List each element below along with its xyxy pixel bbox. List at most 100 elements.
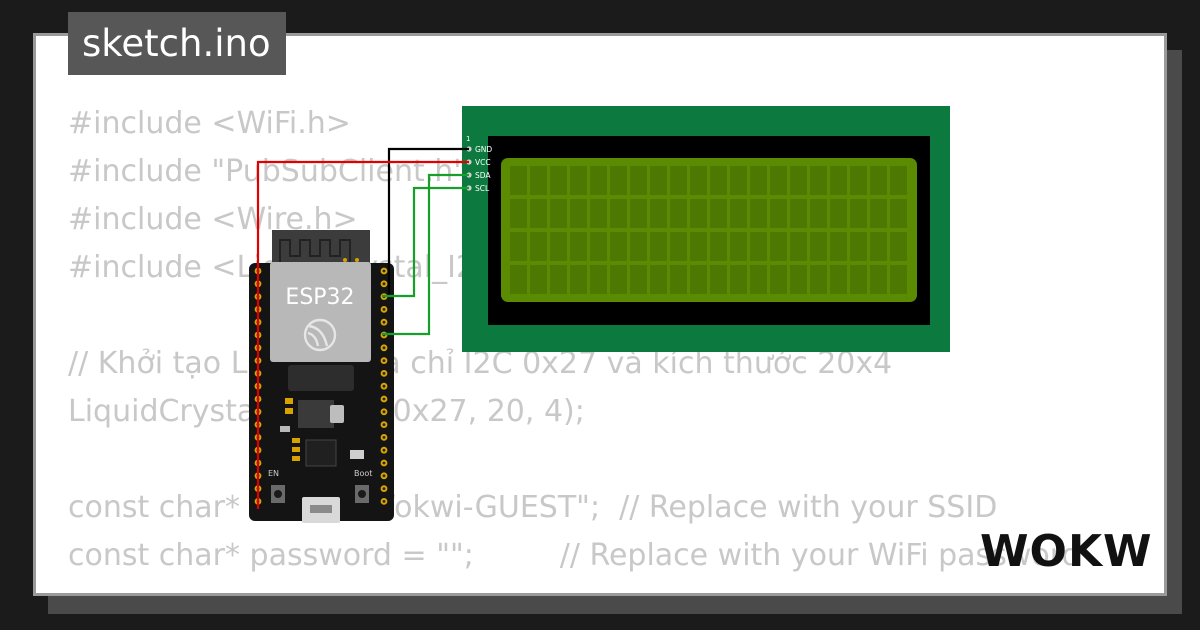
lcd-char-cell bbox=[630, 265, 647, 294]
lcd-char-cell bbox=[750, 265, 767, 294]
pin-sda-label: SDA bbox=[475, 171, 491, 180]
lcd-char-cell bbox=[690, 166, 707, 195]
lcd-char-cell bbox=[830, 232, 847, 261]
lcd-char-cell bbox=[550, 265, 567, 294]
lcd-char-cell bbox=[710, 232, 727, 261]
header-pin-hole bbox=[382, 397, 386, 401]
lcd-char-cell bbox=[850, 265, 867, 294]
lcd-char-cell bbox=[570, 265, 587, 294]
lcd-char-cell bbox=[590, 166, 607, 195]
lcd-char-cell bbox=[630, 166, 647, 195]
lcd-char-cell bbox=[710, 166, 727, 195]
lcd-char-cell bbox=[550, 166, 567, 195]
lcd-char-cell bbox=[890, 166, 907, 195]
header-pin-hole bbox=[382, 320, 386, 324]
smd-cap bbox=[292, 447, 300, 452]
lcd-char-cell bbox=[690, 232, 707, 261]
header-pin-hole bbox=[382, 500, 386, 503]
reset-capacitor bbox=[330, 405, 344, 423]
header-pin-hole bbox=[382, 346, 386, 350]
lcd-char-cell bbox=[650, 265, 667, 294]
lcd-char-cell bbox=[750, 232, 767, 261]
micro-usb-socket bbox=[310, 505, 332, 513]
lcd-char-cell bbox=[590, 232, 607, 261]
lcd-char-cell bbox=[530, 166, 547, 195]
lcd-char-cell bbox=[510, 232, 527, 261]
lcd-char-cell bbox=[830, 199, 847, 228]
usb-uart-chip bbox=[298, 400, 334, 428]
code-line: #include "PubSubClient.h" bbox=[68, 154, 468, 189]
lcd-char-cell bbox=[670, 232, 687, 261]
lcd-char-cell bbox=[670, 166, 687, 195]
wokwi-logo: WOKWi bbox=[980, 526, 1153, 576]
lcd-char-cell bbox=[530, 265, 547, 294]
header-pin-hole bbox=[382, 282, 386, 286]
lcd-char-cell bbox=[870, 265, 887, 294]
lcd-char-cell bbox=[710, 265, 727, 294]
header-pin-hole bbox=[382, 308, 386, 311]
lcd-char-cell bbox=[670, 265, 687, 294]
lcd-char-cell bbox=[730, 265, 747, 294]
lcd-char-cell bbox=[790, 166, 807, 195]
lcd-char-cell bbox=[570, 199, 587, 228]
lcd-char-grid bbox=[510, 166, 907, 294]
header-pin-hole bbox=[382, 448, 386, 452]
wire-vcc bbox=[256, 160, 469, 509]
file-tab[interactable]: sketch.ino bbox=[68, 12, 286, 75]
antenna-pad bbox=[355, 258, 359, 262]
lcd-char-cell bbox=[690, 265, 707, 294]
lcd-char-cell bbox=[730, 166, 747, 195]
lcd-char-cell bbox=[870, 232, 887, 261]
lcd-char-cell bbox=[770, 265, 787, 294]
boot-label: Boot bbox=[354, 469, 372, 478]
lcd-char-cell bbox=[850, 232, 867, 261]
smd-cap bbox=[292, 438, 300, 443]
lcd-char-cell bbox=[890, 265, 907, 294]
wokwi-logo-text: WOKWi bbox=[980, 526, 1153, 576]
pin-gnd-label: GND bbox=[475, 145, 492, 154]
header-pin-hole bbox=[382, 410, 386, 414]
pin-1-label: 1 bbox=[466, 135, 470, 143]
lcd-char-cell bbox=[810, 232, 827, 261]
lcd-char-cell bbox=[750, 166, 767, 195]
pin-vcc-label: VCC bbox=[475, 158, 491, 167]
esp32-label: ESP32 bbox=[285, 285, 354, 310]
smd-part bbox=[350, 450, 364, 459]
en-button-cap bbox=[274, 490, 282, 498]
cp2102-chip bbox=[305, 439, 337, 467]
lcd-char-cell bbox=[510, 265, 527, 294]
lcd-char-cell bbox=[650, 199, 667, 228]
esp32-devkit-board[interactable]: ESP32 EN Boot bbox=[249, 230, 394, 523]
lcd-char-cell bbox=[730, 199, 747, 228]
wires bbox=[256, 147, 469, 509]
lcd-char-cell bbox=[790, 199, 807, 228]
lcd-char-cell bbox=[750, 199, 767, 228]
lcd-char-cell bbox=[610, 199, 627, 228]
lcd-char-cell bbox=[650, 232, 667, 261]
header-pin-hole bbox=[382, 359, 386, 362]
esp32-module-shield bbox=[270, 262, 371, 362]
lcd-char-cell bbox=[810, 166, 827, 195]
lcd-char-cell bbox=[650, 166, 667, 195]
lcd-2004-module[interactable]: 1 GND VCC SDA SCL bbox=[462, 106, 950, 352]
lcd-char-cell bbox=[610, 232, 627, 261]
led-status bbox=[285, 408, 293, 414]
lcd-char-cell bbox=[510, 166, 527, 195]
antenna-pad bbox=[343, 258, 347, 262]
lcd-char-cell bbox=[630, 199, 647, 228]
lcd-char-cell bbox=[730, 232, 747, 261]
wire-sda bbox=[382, 173, 469, 336]
lcd-char-cell bbox=[810, 199, 827, 228]
lcd-char-cell bbox=[890, 232, 907, 261]
wire-gnd bbox=[387, 147, 469, 297]
lcd-char-cell bbox=[790, 265, 807, 294]
led-power bbox=[285, 398, 293, 404]
lcd-char-cell bbox=[850, 166, 867, 195]
lcd-char-cell bbox=[850, 199, 867, 228]
lcd-char-cell bbox=[570, 166, 587, 195]
lcd-screen bbox=[501, 158, 917, 302]
lcd-char-cell bbox=[550, 232, 567, 261]
lcd-char-cell bbox=[510, 199, 527, 228]
lcd-char-cell bbox=[830, 265, 847, 294]
en-label: EN bbox=[268, 469, 279, 478]
